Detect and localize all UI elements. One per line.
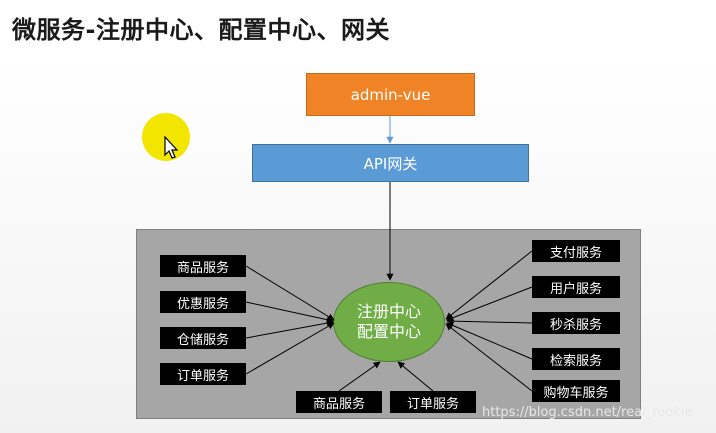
registry-config-center: 注册中心 配置中心 [333,282,445,362]
right-service-seckill: 秒杀服务 [532,312,620,334]
arrow-bottom-1 [338,361,381,392]
bottom-service-product: 商品服务 [296,391,382,413]
arrow-right-3 [446,317,533,325]
bottom-service-order: 订单服务 [390,391,476,413]
arrow-left-2 [245,301,334,324]
arrow-right-2 [446,286,533,321]
arrow-right-1 [445,250,533,320]
left-service-warehouse: 仓储服务 [160,327,246,349]
mouse-pointer-icon [164,136,179,159]
left-service-coupon: 优惠服务 [160,291,246,313]
arrow-left-4 [245,322,335,375]
arrow-left-1 [245,265,335,321]
api-gateway-box: API网关 [252,144,529,182]
center-label-registry: 注册中心 [356,302,421,321]
center-label-config: 配置中心 [356,322,421,341]
left-service-order: 订单服务 [160,363,246,385]
left-service-product: 商品服务 [160,255,246,277]
slide-title: 微服务-注册中心、配置中心、网关 [12,16,390,44]
arrow-right-5 [445,323,533,392]
right-service-user: 用户服务 [532,276,620,298]
right-service-payment: 支付服务 [532,240,620,262]
right-service-cart: 购物车服务 [532,380,620,402]
arrow-bottom-2 [397,361,434,392]
watermark-url: https://blog.csdn.net/real_rookie [482,405,693,420]
admin-vue-box: admin-vue [306,73,475,116]
arrow-right-4 [446,322,533,360]
right-service-search: 检索服务 [532,348,620,370]
arrow-left-3 [245,319,334,339]
